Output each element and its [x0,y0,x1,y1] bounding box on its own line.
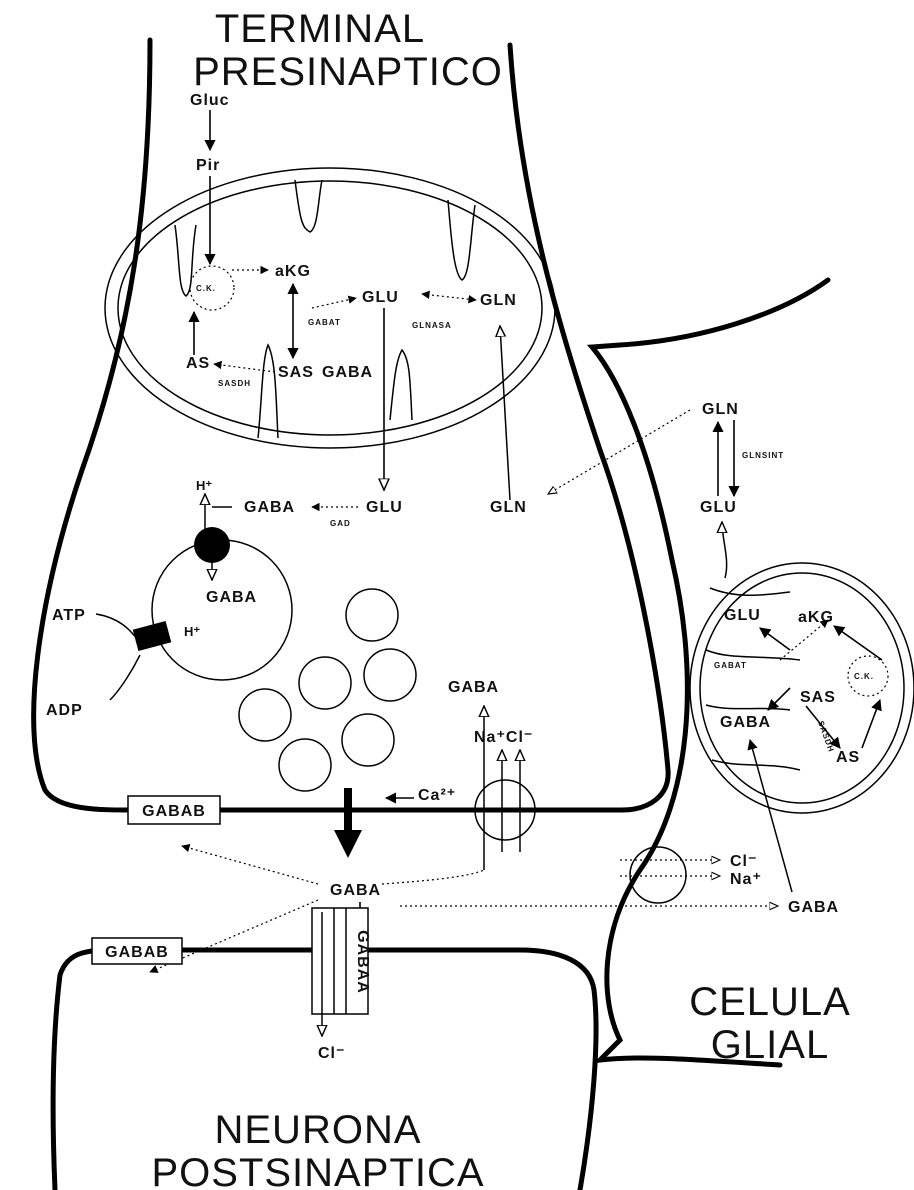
label-presinaptico: PRESINAPTICO [193,50,503,94]
label-ck-glial: C.K. [854,672,874,681]
label-as-pre: AS [186,355,210,372]
label-akg-pre: aKG [275,263,311,280]
label-sas-pre: SAS [278,364,314,381]
label-glial: GLIAL [711,1023,829,1067]
label-sasdh-glial: SASDH [816,720,836,754]
label-gaba-mito-pre: GABA [322,364,373,381]
label-neurona: NEURONA [214,1108,421,1152]
label-glu-mito-pre: GLU [362,289,399,306]
label-atp: ATP [52,607,86,624]
presynaptic-terminal-outline [31,37,671,813]
postsynaptic-neuron-outline [50,947,599,1190]
label-gluc: Gluc [190,92,230,109]
glial-cell-outline [586,277,831,1068]
label-as-glial: AS [836,749,860,766]
label-cl-post: Cl⁻ [318,1045,345,1062]
label-adp: ADP [46,702,83,719]
glial-gln-cycle-arrows [548,409,740,579]
label-ck-pre: C.K. [196,284,216,293]
label-cl-glial: Cl⁻ [730,853,757,870]
label-ca: Ca²⁺ [418,787,456,804]
label-gabab-pre: GABAB [142,803,206,820]
label-glnasa: GLNASA [412,321,452,330]
label-glu-cyto: GLU [366,499,403,516]
presynaptic-mito-arrows [188,110,511,501]
label-gaba-cleft: GABA [330,882,381,899]
gabaa-receptor-channel [311,907,369,1036]
label-gaba-transporter: GABA [448,679,499,696]
label-glnsint: GLNSINT [742,451,784,460]
label-na-glial: Na⁺ [730,871,762,888]
gaba-transporter-presynaptic [474,706,536,870]
label-pir: Pir [196,157,220,174]
label-gad: GAD [330,519,351,528]
label-hplus-pump: H⁺ [184,624,200,639]
exocytosis-arrow [334,788,362,858]
label-gabaa: GABAA [354,930,371,994]
gaba-transporter-glial [620,846,720,904]
label-gaba-cyto: GABA [244,499,295,516]
label-sasdh-pre: SASDH [218,379,251,388]
cleft-arrows [149,843,778,973]
glial-mitochondrion [689,562,914,814]
label-gln-mito-pre: GLN [480,292,517,309]
label-gln-glial: GLN [702,401,739,418]
label-terminal: TERMINAL [215,7,425,51]
label-nacl: Na⁺Cl⁻ [474,729,533,746]
label-celula: CELULA [689,980,851,1024]
label-gaba-glial-mito: GABA [720,714,771,731]
label-glu-glial: GLU [700,499,737,516]
label-gabat-glial: GABAT [714,661,747,670]
label-gln-cyto: GLN [490,499,527,516]
label-akg-glial: aKG [798,609,834,626]
label-sas-glial: SAS [800,689,836,706]
vesicle-pool [238,588,417,792]
synaptic-vesicle-with-transporter [132,527,293,681]
label-gaba-vesicle: GABA [206,589,257,606]
adp-curve [109,654,141,701]
label-gabab-post: GABAB [105,944,169,961]
label-hplus-top: H⁺ [196,478,212,493]
gabab-receptor-presynaptic [127,795,221,825]
label-glu-glial-mito: GLU [724,607,761,624]
presynaptic-mitochondrion [104,167,556,449]
label-gabat-pre: GABAT [308,318,341,327]
label-gaba-uptake: GABA [788,899,839,916]
presynaptic-cyto-arrows [205,494,358,530]
glial-mito-arrows [747,619,883,893]
label-postsinaptica: POSTSINAPTICA [151,1151,484,1190]
gabab-receptor-postsynaptic [91,937,183,965]
atp-curve [95,613,139,641]
